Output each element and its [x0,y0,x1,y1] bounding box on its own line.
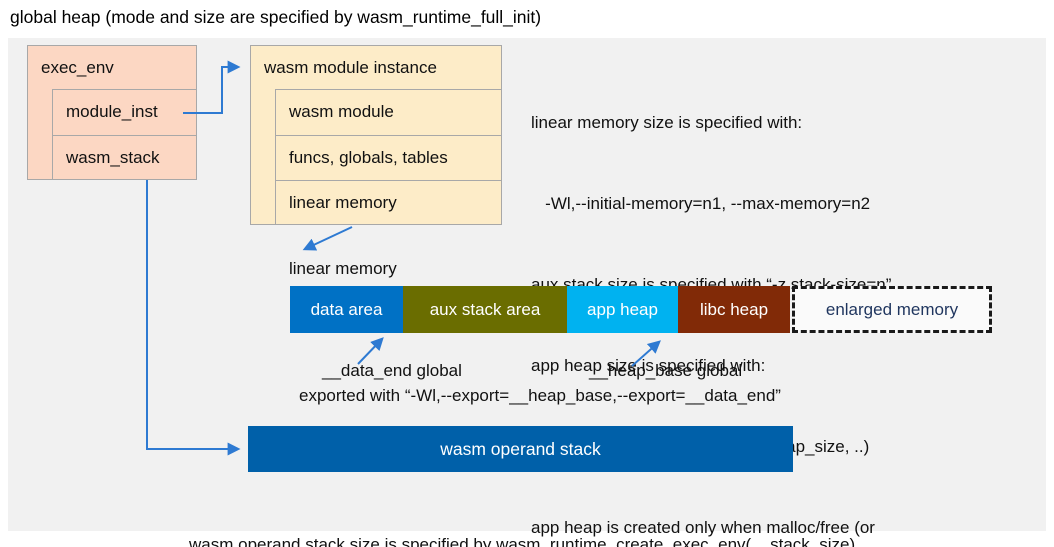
note-line: linear memory size is specified with: [531,113,803,132]
linear-memory-bar-label: linear memory [289,259,397,278]
note-line: -Wl,--initial-memory=n1, --max-memory=n2 [531,194,871,213]
operand-stack-label: wasm operand stack [440,438,601,459]
segment-label: libc heap [699,299,769,319]
segment-label: aux stack area [429,299,541,319]
note-line: wasm operand stack size is specified by … [189,535,856,547]
exec-env-row-label: wasm_stack [66,148,160,167]
segment-aux-stack-area: aux stack area [403,286,567,333]
exported-with-line: exported with “-Wl,--export=__heap_base,… [299,386,781,405]
heap-base-global-label: __heap_base global [589,361,743,380]
exec-env-row-wasm-stack: wasm_stack [52,135,197,180]
module-instance-header: wasm module instance [264,58,437,77]
segment-app-heap: app heap [567,286,678,333]
module-instance-row-linear-memory: linear memory [275,180,502,225]
module-instance-row-label: wasm module [289,102,394,121]
segment-label: enlarged memory [825,299,959,319]
module-instance-row-wasm-module: wasm module [275,89,502,136]
segment-label: app heap [587,299,658,319]
segment-libc-heap: libc heap [678,286,790,333]
exec-env-row-module-inst: module_inst [52,89,197,136]
exec-env-header: exec_env [41,58,114,77]
module-instance-row-funcs-globals-tables: funcs, globals, tables [275,135,502,181]
page-title: global heap (mode and size are specified… [10,7,542,27]
segment-data-area: data area [290,286,403,333]
note-line: app heap is created only when malloc/fre… [531,518,875,537]
exec-env-row-label: module_inst [66,102,158,121]
operand-stack-box: wasm operand stack [248,426,793,472]
segment-label: data area [310,299,383,319]
operand-stack-notes: wasm operand stack size is specified by … [189,482,855,547]
data-end-global-label: __data_end global [322,361,462,380]
segment-enlarged-memory: enlarged memory [792,286,992,333]
module-instance-row-label: funcs, globals, tables [289,148,448,167]
module-instance-row-label: linear memory [289,193,397,212]
